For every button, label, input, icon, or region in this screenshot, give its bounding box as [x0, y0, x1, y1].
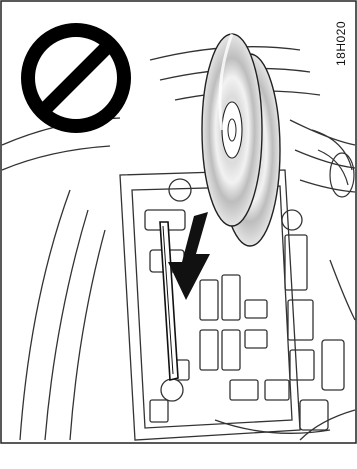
figure-code-label: 18H020 [334, 8, 352, 78]
compact-disc-icon [202, 34, 262, 226]
